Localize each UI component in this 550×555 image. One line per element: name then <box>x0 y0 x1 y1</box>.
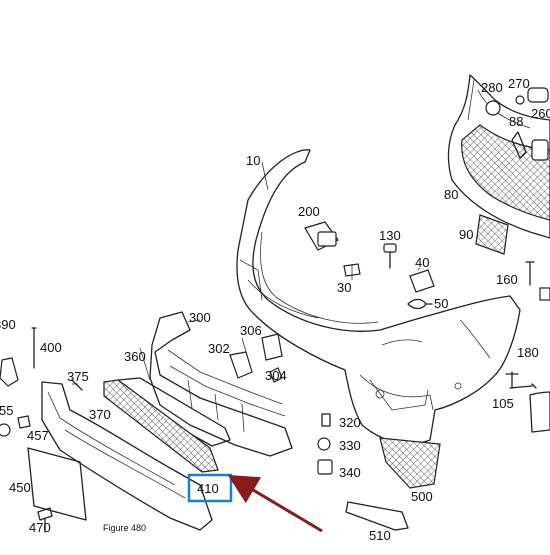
callout-370[interactable]: 370 <box>89 407 111 422</box>
callout-302[interactable]: 302 <box>208 341 230 356</box>
callout-304[interactable]: 304 <box>265 368 287 383</box>
fastener-part <box>505 261 550 433</box>
callout-40[interactable]: 40 <box>415 255 429 270</box>
tow-cover-part <box>409 269 435 293</box>
callout-450[interactable]: 450 <box>9 480 31 495</box>
callout-360[interactable]: 360 <box>124 349 146 364</box>
callout-180[interactable]: 180 <box>517 345 539 360</box>
lower-grille-part <box>103 379 219 473</box>
callout-340[interactable]: 340 <box>339 465 361 480</box>
callout-500[interactable]: 500 <box>411 489 433 504</box>
callout-400[interactable]: 400 <box>40 340 62 355</box>
callout-200[interactable]: 200 <box>298 204 320 219</box>
figure-label: Figure 480 <box>103 523 146 533</box>
leader-lines <box>72 161 421 385</box>
callout-270[interactable]: 270 <box>508 76 530 91</box>
callout-10[interactable]: 10 <box>246 153 260 168</box>
callout-160[interactable]: 160 <box>496 272 518 287</box>
tow-hook-part <box>407 298 433 310</box>
callout-330[interactable]: 330 <box>339 438 361 453</box>
callout-300[interactable]: 300 <box>189 310 211 325</box>
pointer-arrow <box>227 474 323 533</box>
mount-screw-part <box>37 507 53 533</box>
bracket-small-part <box>269 367 283 383</box>
license-plate-part <box>27 447 87 521</box>
callout-130[interactable]: 130 <box>379 228 401 243</box>
callout-457[interactable]: 457 <box>27 428 49 443</box>
rod-part <box>31 327 37 369</box>
callout-30[interactable]: 30 <box>337 280 351 295</box>
bumper-cover-part <box>236 149 521 445</box>
chrome-strip-part <box>345 501 409 531</box>
callout-390[interactable]: 390 <box>0 317 16 332</box>
fog-grille-part <box>379 437 441 489</box>
left-cap-part <box>0 357 19 387</box>
callout-90[interactable]: 90 <box>459 227 473 242</box>
callout-80[interactable]: 80 <box>444 187 458 202</box>
callout-55[interactable]: 55 <box>0 403 13 418</box>
callout-410[interactable]: 410 <box>197 481 219 496</box>
screw-part <box>383 243 397 269</box>
washer-part <box>0 423 11 437</box>
bolt-sensor-parts <box>317 413 333 475</box>
lower-trim-part <box>41 379 213 531</box>
callout-88[interactable]: 88 <box>509 114 523 129</box>
sensor-cluster-part <box>485 87 549 161</box>
plug-part <box>17 415 31 429</box>
callout-50[interactable]: 50 <box>434 296 448 311</box>
callout-306[interactable]: 306 <box>240 323 262 338</box>
callout-470[interactable]: 470 <box>29 520 51 535</box>
callout-105[interactable]: 105 <box>492 396 514 411</box>
callout-375[interactable]: 375 <box>67 369 89 384</box>
bracket-left-part <box>229 351 253 379</box>
bracket-right-part <box>261 333 283 361</box>
sensor-bracket-part <box>304 221 339 251</box>
callout-510[interactable]: 510 <box>369 528 391 543</box>
side-mesh-part <box>475 214 509 255</box>
callout-260[interactable]: 260 <box>531 106 550 121</box>
callout-320[interactable]: 320 <box>339 415 361 430</box>
grille-assembly-part <box>447 74 550 239</box>
energy-absorber-part <box>149 311 293 457</box>
callout-280[interactable]: 280 <box>481 80 503 95</box>
